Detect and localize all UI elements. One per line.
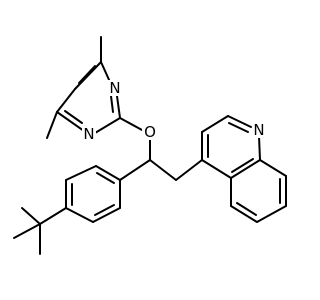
bond-q-c2-n1-double — [228, 122, 249, 133]
bond-ph-2 — [65, 165, 97, 181]
bond-pyr-c6-c5-double — [78, 65, 96, 84]
bond-ph-5 — [92, 207, 121, 223]
bond-q-c5-c6-double — [236, 202, 257, 216]
bond-pyr-c5-c4 — [56, 88, 76, 113]
bond-q-c8a-c4a-double — [231, 158, 254, 173]
bond-ph-1 — [95, 165, 121, 181]
bond-ch-ch2 — [149, 159, 177, 181]
bond-q-c3-c2 — [201, 115, 229, 133]
bond-ph-5-double — [94, 204, 115, 216]
bond-ph-tbu — [39, 207, 67, 225]
atom-nq-label: N — [253, 121, 264, 139]
atom-n3-label: N — [83, 125, 94, 143]
molecule-structure-diagram: N N O N — [13, 36, 287, 255]
atom-o-label: O — [144, 123, 156, 141]
atom-o-background — [142, 124, 158, 140]
bond-q-c8a-c4a — [230, 159, 261, 179]
bond-pyr-c2-n1-double — [110, 95, 114, 113]
bond-ch-phenyl — [119, 159, 151, 181]
bond-pyr-c4-n3-double — [64, 110, 83, 124]
bond-pyr-n1-c6 — [100, 61, 111, 83]
bond-methyl-left — [46, 111, 58, 139]
atom-n1-background — [108, 80, 122, 96]
bond-q-c2-n1 — [227, 115, 252, 128]
bond-ch2-quinoline — [175, 159, 203, 181]
bond-tbu-me-up — [21, 207, 41, 225]
bond-ph-4 — [65, 207, 94, 223]
bond-q-c4a-c4 — [201, 159, 232, 179]
bond-c2-o — [119, 117, 143, 131]
bond-ph-1-double — [96, 172, 115, 184]
bond-pyr-c4-n3 — [56, 111, 85, 132]
bond-q-c6-c7 — [256, 205, 287, 223]
bond-pyr-c2-n1 — [116, 95, 121, 119]
atom-n3-background — [82, 126, 96, 142]
bond-pyr-n3-c2 — [94, 117, 121, 134]
atom-n1-label: N — [109, 79, 120, 97]
bond-pyr-c6-c5 — [74, 61, 102, 90]
bond-q-n1-c8a — [258, 135, 261, 161]
bond-q-c5-c6 — [230, 205, 258, 223]
bond-tbu-me-left — [13, 223, 41, 239]
atom-nq-background — [252, 122, 266, 138]
atom-labels: N N O N — [82, 79, 266, 143]
bond-q-c8-c8a — [259, 159, 287, 177]
bonds — [13, 36, 287, 255]
